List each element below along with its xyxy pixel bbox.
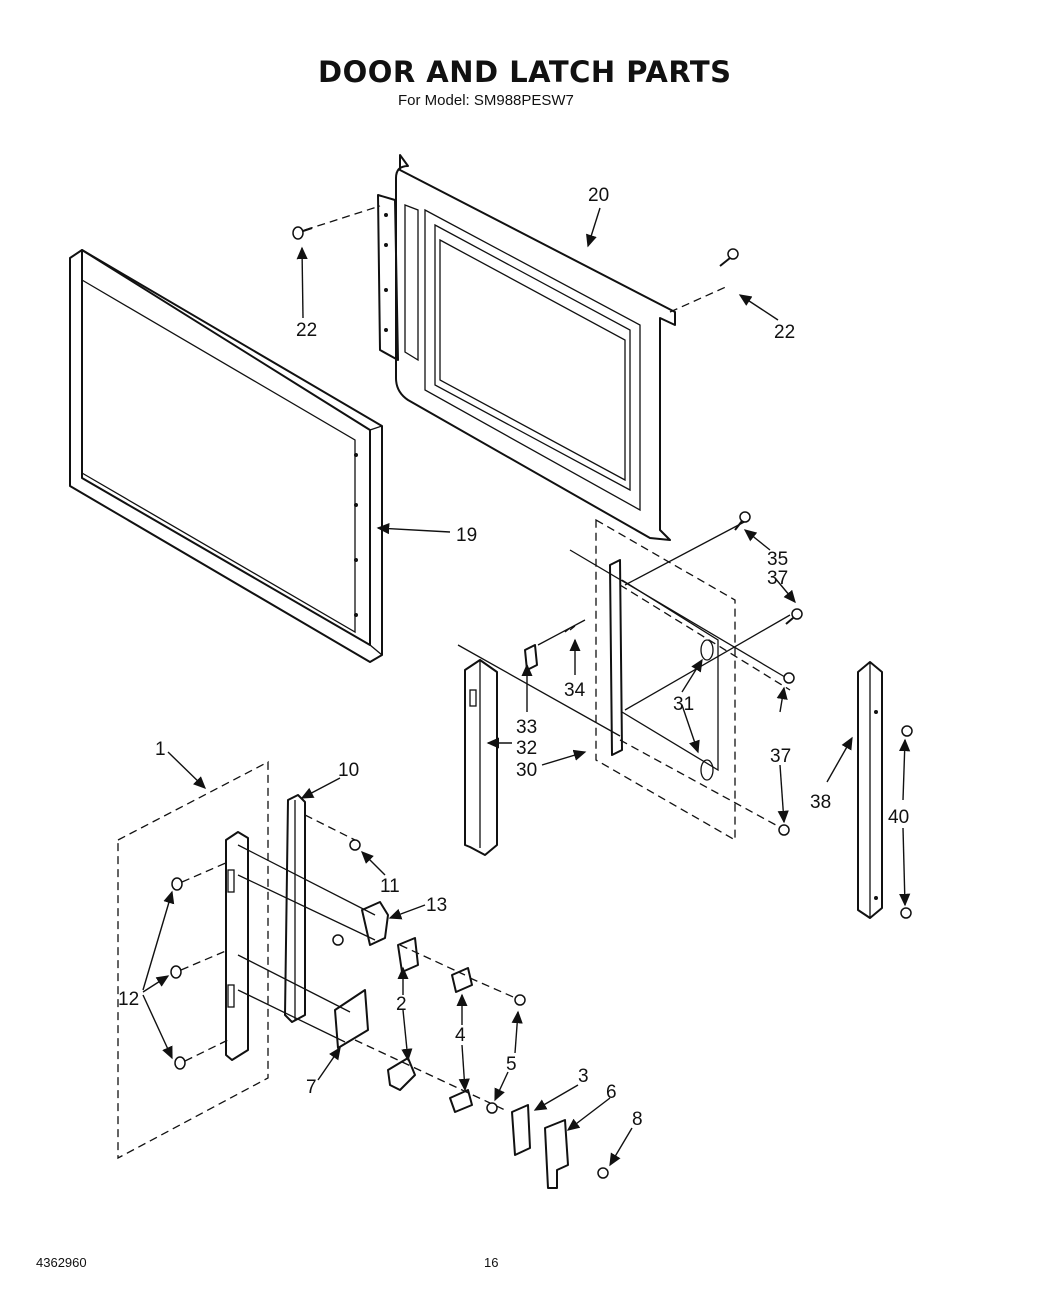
switch-actuator-7	[334, 989, 369, 1049]
callout-4: 4	[455, 1025, 466, 1046]
screw-40-bottom	[900, 907, 912, 919]
side-trim-38	[857, 661, 883, 919]
switch-6	[544, 1119, 569, 1189]
callout-34: 34	[564, 680, 586, 701]
callout-20: 20	[588, 185, 609, 206]
screw-37-top	[785, 608, 803, 625]
callout-37-bottom: 37	[770, 746, 791, 767]
screw-5	[486, 994, 526, 1114]
callout-22-right: 22	[774, 322, 795, 343]
callout-13: 13	[426, 895, 447, 916]
screw-12-top	[171, 861, 229, 891]
callout-19: 19	[456, 525, 477, 546]
outer-door-frame	[69, 249, 383, 663]
callout-11: 11	[380, 876, 400, 897]
screw-12-bottom	[174, 1039, 229, 1070]
screw-35	[734, 511, 751, 531]
callout-22-left: 22	[296, 320, 317, 341]
callout-37-top: 37	[767, 568, 788, 589]
callout-30: 30	[516, 760, 537, 781]
latch-guide-lines	[237, 814, 521, 1111]
callout-2: 2	[396, 994, 407, 1015]
spring-34	[537, 619, 586, 646]
callout-5: 5	[506, 1054, 517, 1075]
callout-6: 6	[606, 1082, 617, 1103]
screw-22-right	[669, 248, 739, 313]
bracket-4	[449, 967, 473, 1113]
callout-3: 3	[578, 1066, 589, 1087]
screw-37-bottom	[778, 824, 790, 836]
callout-33: 33	[516, 717, 537, 738]
leader-lines	[142, 207, 911, 1167]
callout-8: 8	[632, 1109, 643, 1130]
inner-door-panel	[377, 154, 676, 541]
callout-35: 35	[767, 549, 788, 570]
latch-cam-2	[387, 1057, 416, 1091]
callout-labels: 20 22 22 19 35 37 37 34 31 33 32 30 38 4…	[118, 185, 909, 1130]
screw-9	[332, 934, 344, 946]
door-handle	[464, 659, 498, 856]
latch-cam-13	[361, 901, 419, 973]
page-title: DOOR AND LATCH PARTS	[318, 55, 732, 89]
callout-31: 31	[673, 694, 694, 715]
screw-8	[597, 1167, 609, 1179]
screw-22-left	[292, 205, 381, 240]
latch-part-33	[524, 644, 538, 671]
latch-mounting-plate	[117, 760, 269, 1160]
callout-10: 10	[338, 760, 359, 781]
screw-37-mid	[783, 672, 795, 684]
switch-3	[511, 1104, 531, 1156]
document-number: 4362960	[36, 1255, 87, 1270]
screw-40-top	[901, 725, 913, 737]
page-number: 16	[484, 1255, 499, 1270]
screw-12-mid	[170, 949, 229, 979]
screw-11	[349, 839, 361, 851]
callout-12: 12	[118, 989, 139, 1010]
callout-1: 1	[155, 739, 166, 760]
latch-plate-assembly	[457, 518, 791, 842]
callout-7: 7	[306, 1077, 317, 1098]
callout-32: 32	[516, 738, 537, 759]
model-subtitle: For Model: SM988PESW7	[398, 92, 574, 109]
callout-40: 40	[888, 807, 909, 828]
callout-38: 38	[810, 792, 831, 813]
